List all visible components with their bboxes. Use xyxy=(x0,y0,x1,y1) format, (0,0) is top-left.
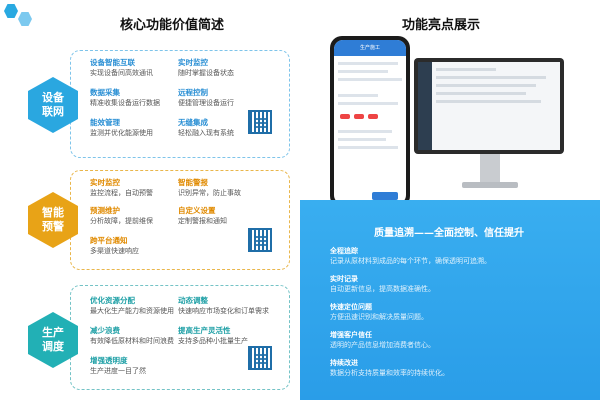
badge-line-2: 调度 xyxy=(42,340,64,353)
badge-line-1: 设备 xyxy=(42,91,64,104)
qr-code-icon xyxy=(248,346,272,370)
phone-header-title: 生产施工 xyxy=(359,45,380,51)
monitor-screen xyxy=(418,62,560,150)
badge-production-scheduling: 生产 调度 xyxy=(28,312,78,368)
monitor-row xyxy=(436,92,526,95)
phone-row xyxy=(338,78,402,81)
panel-item: 持续改进数据分析支持质量和效率的持续优化。 xyxy=(330,359,449,377)
qr-code-icon xyxy=(248,110,272,134)
feature-item: 提高生产灵活性支持多品种小批量生产 xyxy=(178,326,248,345)
feature-item: 远程控制便捷管理设备运行 xyxy=(178,88,234,107)
feature-item: 设备智能互联实现设备间高效通讯 xyxy=(90,58,153,77)
monitor-row xyxy=(436,76,546,79)
badge-line-1: 生产 xyxy=(42,326,64,339)
phone-submit-button xyxy=(372,192,398,200)
phone-screen: 生产施工 xyxy=(334,40,406,204)
phone-row xyxy=(338,130,392,133)
badge-line-2: 联网 xyxy=(42,105,64,118)
panel-item: 全程追踪记录从原材料到成品的每个环节，确保透明可追溯。 xyxy=(330,247,491,265)
feature-item: 减少浪费有效降低原材料和时间浪费 xyxy=(90,326,174,345)
desktop-monitor-mockup xyxy=(414,58,564,154)
feature-item: 无缝集成轻松融入现有系统 xyxy=(178,118,234,137)
feature-item: 跨平台通知多渠道快速响应 xyxy=(90,236,139,255)
feature-item: 数据采集精准收集设备运行数据 xyxy=(90,88,160,107)
decor-hex-2 xyxy=(18,12,32,26)
monitor-row xyxy=(436,84,536,87)
phone-row xyxy=(338,70,388,73)
feature-item: 自定义设置定制警报和通知 xyxy=(178,206,227,225)
panel-item: 快速定位问题方便迅速识别和解决质量问题。 xyxy=(330,303,428,321)
monitor-row xyxy=(436,68,496,71)
phone-row xyxy=(338,102,398,105)
phone-row xyxy=(338,62,398,65)
phone-tag xyxy=(340,114,350,119)
monitor-base xyxy=(462,182,518,188)
feature-item: 实时监控随时掌握设备状态 xyxy=(178,58,234,77)
monitor-stand xyxy=(480,154,500,184)
feature-item: 动态调整快速响应市场变化和订单需求 xyxy=(178,296,269,315)
quality-trace-panel xyxy=(300,200,600,400)
badge-line-2: 预警 xyxy=(42,220,64,233)
phone-row xyxy=(338,138,386,141)
monitor-row xyxy=(436,100,541,103)
left-section-title: 核心功能价值简述 xyxy=(120,18,225,33)
monitor-sidebar xyxy=(418,62,432,150)
feature-item: 预测维护分析故障，提前维保 xyxy=(90,206,153,225)
phone-tag xyxy=(354,114,364,119)
badge-device-networking: 设备 联网 xyxy=(28,77,78,133)
panel-item: 增强客户信任透明的产品信息增加消费者信心。 xyxy=(330,331,435,349)
feature-item: 实时监控监控流程，自动预警 xyxy=(90,178,153,197)
panel-title: 质量追溯——全面控制、信任提升 xyxy=(374,228,524,239)
decor-hex-1 xyxy=(4,4,18,18)
badge-line-1: 智能 xyxy=(42,206,64,219)
qr-code-icon xyxy=(248,228,272,252)
phone-tag xyxy=(368,114,378,119)
phone-row xyxy=(338,146,398,149)
phone-mockup: 生产施工 xyxy=(330,36,410,208)
feature-item: 能效管理监测并优化能源使用 xyxy=(90,118,153,137)
phone-row xyxy=(338,94,378,97)
feature-item: 增强透明度生产进度一目了然 xyxy=(90,356,146,375)
feature-item: 智能警报识别异常，防止事故 xyxy=(178,178,241,197)
right-section-title: 功能亮点展示 xyxy=(402,18,481,33)
panel-item: 实时记录自动更新信息，提高数据准确性。 xyxy=(330,275,435,293)
feature-item: 优化资源分配最大化生产能力和资源使用 xyxy=(90,296,174,315)
phone-header-bar: 生产施工 xyxy=(334,40,406,56)
